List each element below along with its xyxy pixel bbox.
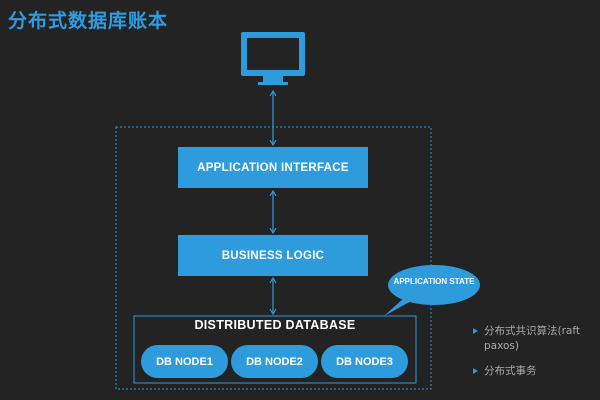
monitor-icon xyxy=(241,32,305,85)
database-container xyxy=(133,315,417,384)
application-state-bubble xyxy=(384,265,480,316)
double-arrow-icon xyxy=(269,89,277,147)
application-state-label: APPLICATION STATE xyxy=(393,277,475,286)
bullet-list: 分布式共识算法(raft paxos) 分布式事务 xyxy=(472,324,596,389)
db-node-3: DB NODE3 xyxy=(321,345,408,378)
bullet-triangle-icon xyxy=(473,368,478,374)
db-node-2: DB NODE2 xyxy=(231,345,318,378)
business-logic-box: BUSINESS LOGIC xyxy=(178,235,368,276)
distributed-database-label: DISTRIBUTED DATABASE xyxy=(194,318,356,332)
page-title: 分布式数据库账本 xyxy=(8,10,169,32)
double-arrow-icon xyxy=(269,276,277,316)
double-arrow-icon xyxy=(269,189,277,235)
list-item-text: 分布式事务 xyxy=(484,365,537,377)
list-item: 分布式事务 xyxy=(472,364,596,379)
db-node-1: DB NODE1 xyxy=(141,345,228,378)
application-interface-box: APPLICATION INTERFACE xyxy=(178,147,368,188)
list-item-text: 分布式共识算法(raft paxos) xyxy=(484,325,580,352)
list-item: 分布式共识算法(raft paxos) xyxy=(472,324,596,354)
bullet-triangle-icon xyxy=(473,328,478,334)
